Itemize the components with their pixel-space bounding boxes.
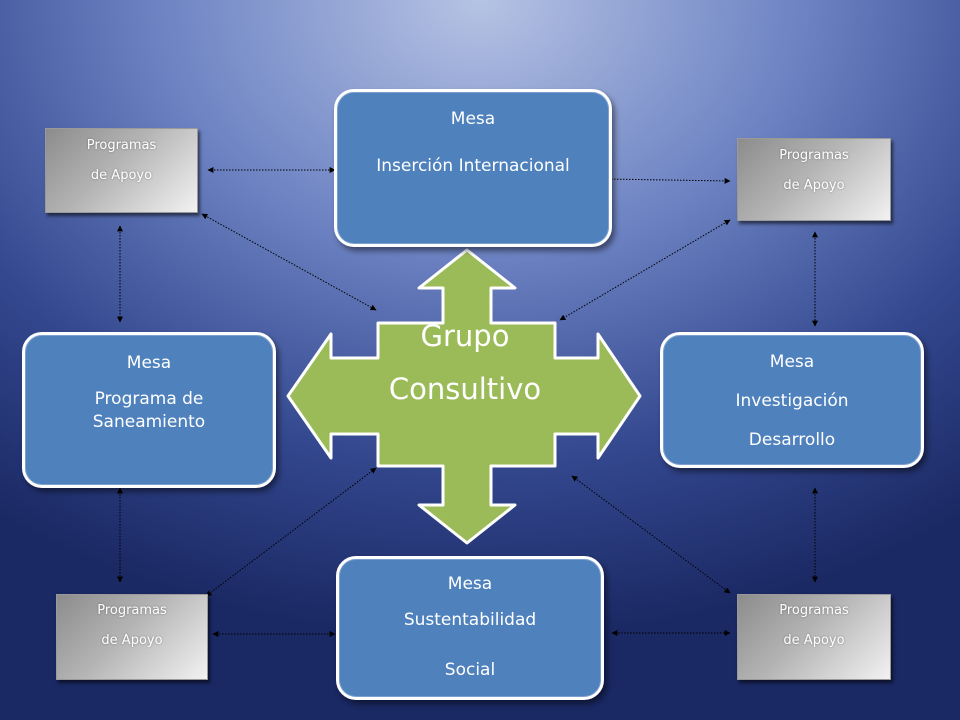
mesa-name-line1: Programa de bbox=[94, 388, 204, 409]
mesa-investigacion-desarrollo: Mesa Investigación Desarrollo bbox=[660, 332, 924, 468]
programas-label-line1: Programas bbox=[86, 138, 157, 153]
mesa-title: Mesa bbox=[769, 352, 815, 372]
central-node-label: Grupo Consultivo bbox=[370, 322, 560, 404]
programas-label-line1: Programas bbox=[97, 603, 167, 618]
mesa-programa-saneamiento: Mesa Programa de Saneamiento bbox=[22, 332, 276, 488]
mesa-name-line1: Inserción Internacional bbox=[376, 155, 570, 176]
mesa-title: Mesa bbox=[447, 574, 493, 594]
programas-label-line1: Programas bbox=[779, 148, 849, 163]
connector-top-to-tr bbox=[604, 176, 731, 184]
programas-label-line1: Programas bbox=[779, 603, 849, 618]
mesa-name-line2: Social bbox=[444, 659, 496, 680]
mesa-name-line1: Investigación bbox=[735, 390, 849, 411]
programas-apoyo-bottom-right: Programas de Apoyo bbox=[737, 594, 891, 680]
programas-apoyo-top-right: Programas de Apoyo bbox=[737, 138, 891, 221]
mesa-insercion-internacional: Mesa Inserción Internacional bbox=[334, 89, 612, 247]
central-label-line1: Grupo bbox=[420, 319, 510, 353]
programas-apoyo-bottom-left: Programas de Apoyo bbox=[56, 594, 208, 680]
mesa-name-line2: Saneamiento bbox=[92, 411, 206, 432]
mesa-name-line2: Desarrollo bbox=[748, 429, 836, 450]
programas-label-line2: de Apoyo bbox=[101, 633, 163, 648]
mesa-name-line1: Sustentabilidad bbox=[403, 609, 537, 630]
programas-label-line2: de Apoyo bbox=[783, 633, 845, 648]
mesa-title: Mesa bbox=[126, 353, 172, 373]
connector-bl-to-center bbox=[205, 467, 377, 597]
programas-label-line2: de Apoyo bbox=[783, 178, 845, 193]
central-cross-arrow bbox=[286, 248, 642, 545]
central-label-line2: Consultivo bbox=[388, 372, 542, 406]
programas-label-line2: de Apoyo bbox=[90, 168, 153, 183]
programas-apoyo-top-left: Programas de Apoyo bbox=[45, 128, 198, 213]
mesa-title: Mesa bbox=[450, 109, 496, 129]
connector-tl-to-center bbox=[201, 213, 377, 311]
mesa-sustentabilidad-social: Mesa Sustentabilidad Social bbox=[336, 556, 604, 700]
